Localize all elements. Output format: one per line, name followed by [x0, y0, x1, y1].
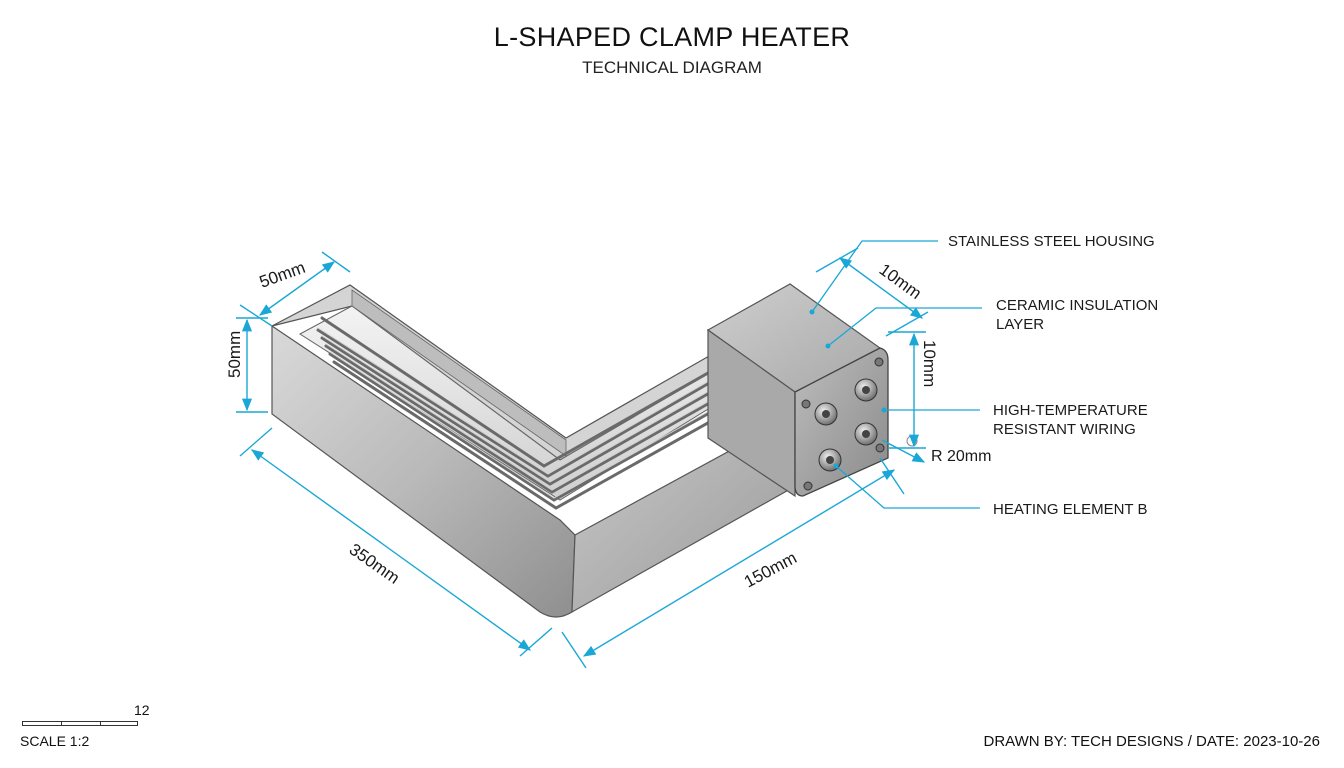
- callout-leaders: [811, 240, 982, 509]
- callout-wiring-line2: RESISTANT WIRING: [993, 421, 1136, 438]
- callout-insulation-line1: CERAMIC INSULATION: [996, 297, 1158, 314]
- dim-box-depth: 10mm: [876, 260, 925, 303]
- callout-wiring-line1: HIGH-TEMPERATURE: [993, 402, 1148, 419]
- diagram-title: L-SHAPED CLAMP HEATER: [493, 22, 851, 52]
- drawn-by-label: DRAWN BY: TECH DESIGNS / DATE: 2023-10-2…: [983, 733, 1321, 750]
- dim-length-short: 150mm: [741, 548, 800, 591]
- dim-height-left: 50mm: [225, 331, 244, 378]
- scale-label: SCALE 1:2: [20, 733, 90, 749]
- terminal-box: [706, 283, 918, 498]
- dim-box-height: 10mm: [920, 340, 939, 387]
- callout-dots: [809, 309, 887, 469]
- scale-bar: [22, 721, 138, 726]
- heating-rods: [316, 316, 758, 510]
- terminal-posts: [814, 378, 878, 472]
- scale-bar-number: 12: [134, 702, 150, 718]
- callout-housing: STAINLESS STEEL HOUSING: [948, 233, 1155, 250]
- callout-insulation-line2: LAYER: [996, 316, 1044, 333]
- dim-radius: R 20mm: [931, 448, 991, 465]
- dim-length-long: 350mm: [346, 540, 403, 588]
- callout-element: HEATING ELEMENT B: [993, 501, 1147, 518]
- diagram-subtitle: TECHNICAL DIAGRAM: [582, 58, 762, 77]
